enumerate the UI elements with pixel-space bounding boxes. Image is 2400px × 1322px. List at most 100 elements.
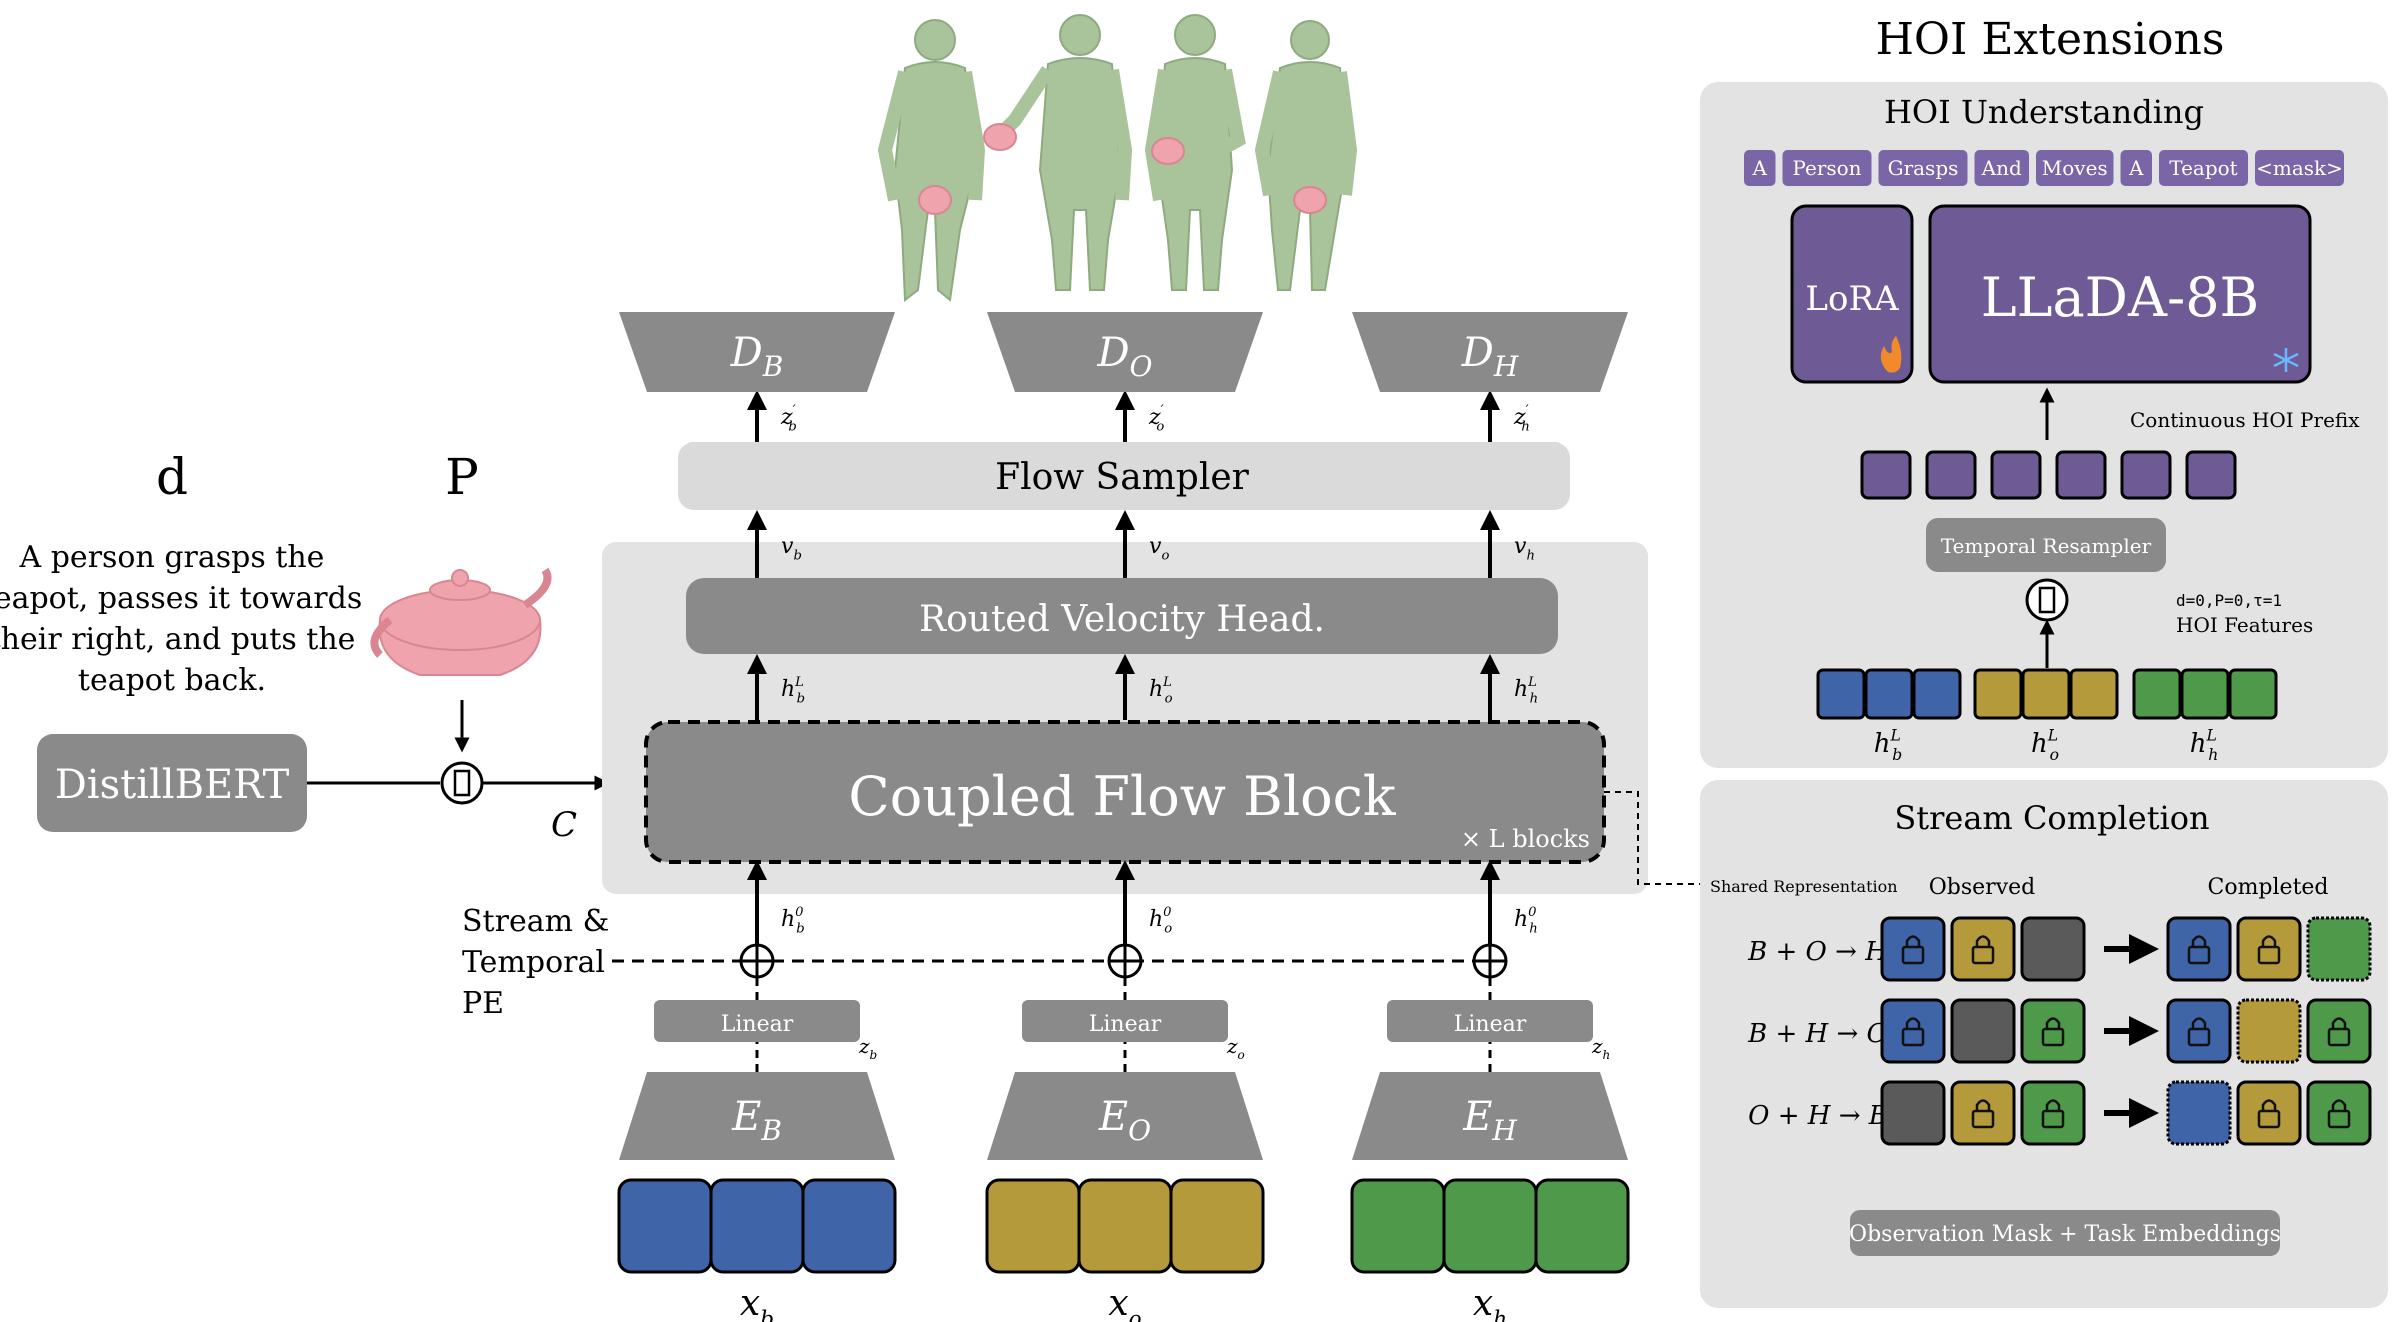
- lock-icon: [1971, 945, 1995, 965]
- completed-token: [2306, 1080, 2372, 1146]
- prompt-token: Person: [1782, 150, 1872, 186]
- encoder-trapezoid: [1352, 1072, 1628, 1160]
- hoi-concat-icon: [2025, 578, 2069, 622]
- human-figure-4: [1254, 20, 1358, 291]
- hoi-feature-token: [1864, 668, 1914, 720]
- lora-label: LoRA: [1805, 279, 1899, 319]
- prompt-token-bg: [1878, 150, 1968, 186]
- latent-z-label: zh: [1591, 1034, 1610, 1062]
- prompt-token-label: Grasps: [1888, 156, 1959, 180]
- lock-icon: [2187, 1027, 2211, 1047]
- input-token: [1169, 1178, 1265, 1274]
- prompt-token: Grasps: [1878, 150, 1968, 186]
- hoi-feature-token: [2228, 668, 2278, 720]
- lock-shackle: [1905, 1017, 1921, 1029]
- lock-shackle: [2261, 935, 2277, 947]
- input-token: [1442, 1178, 1538, 1274]
- teapot-icon: [370, 567, 552, 676]
- lock-icon: [2257, 1109, 2281, 1129]
- prompt-token: A: [1744, 150, 1776, 186]
- latent-z-label: zo: [1226, 1034, 1245, 1062]
- hoi-feature-token: [2180, 668, 2230, 720]
- completion-row: B + O → H: [1747, 916, 2372, 982]
- observed-token: [1880, 1080, 1946, 1146]
- input-token: [985, 1178, 1081, 1274]
- input-symbol: xh: [1473, 1283, 1507, 1322]
- completion-rows: B + O → H B + H → O O + H → B: [1747, 916, 2372, 1146]
- completed-token: [2236, 1080, 2302, 1146]
- velocity-head-label: Routed Velocity Head.: [919, 599, 1325, 640]
- prompt-token-bg: [2255, 150, 2344, 186]
- observed-token: [1950, 1080, 2016, 1146]
- input-symbol: xb: [740, 1283, 774, 1322]
- encoder-trapezoid: [987, 1072, 1263, 1160]
- flame-icon: [1880, 336, 1902, 373]
- encoder-label: EH: [1462, 1094, 1517, 1147]
- output-motion-figures: [877, 14, 1358, 302]
- encoder-label: EB: [731, 1094, 782, 1147]
- prompt-token-bg: [2159, 150, 2248, 186]
- lock-shackle: [1975, 935, 1991, 947]
- object-input-symbol: P: [445, 448, 479, 506]
- prompt-token: Moves: [2036, 150, 2114, 186]
- pe-line-2: Temporal: [462, 945, 605, 980]
- prompt-token: And: [1974, 150, 2029, 186]
- prompt-token: A: [2120, 150, 2152, 186]
- prompt-token-label: <mask>: [2256, 156, 2343, 180]
- velocity-label: vh: [1514, 534, 1535, 564]
- hoi-feature-token: [1816, 668, 1866, 720]
- input-token: [1350, 1178, 1446, 1274]
- linear-label: Linear: [1454, 1012, 1527, 1037]
- coupled-flow-block: [644, 720, 1606, 864]
- prompt-token-bg: [1744, 150, 1776, 186]
- lora-box: [1790, 204, 1914, 384]
- completed-token: [2236, 998, 2302, 1064]
- lock-shackle: [2261, 1099, 2277, 1111]
- prompt-token-label: And: [1981, 156, 2022, 180]
- text-prompt-line-4: teapot back.: [78, 663, 266, 698]
- lock-shackle: [2191, 1017, 2207, 1029]
- hoi-concat-icon-inner: [2038, 586, 2056, 614]
- prompt-token: <mask>: [2255, 150, 2344, 186]
- lock-shackle: [2331, 1099, 2347, 1111]
- input-token: [1077, 1178, 1173, 1274]
- input-token: [617, 1178, 713, 1274]
- hoi-prefix-token: [2185, 450, 2237, 500]
- pe-line-1: Stream &: [462, 904, 609, 939]
- concat-icon: [440, 761, 484, 805]
- lock-shackle: [2191, 935, 2207, 947]
- decoder-trapezoid: [1352, 312, 1628, 392]
- add-icon-cross: [1109, 945, 1141, 977]
- observed-token: [1950, 916, 2016, 982]
- completion-row: B + H → O: [1747, 998, 2372, 1064]
- completion-task-label: B + O → H: [1747, 937, 1889, 967]
- linear-label: Linear: [1089, 1012, 1162, 1037]
- hoi-extensions-title: HOI Extensions: [1876, 14, 2225, 65]
- completion-task-label: O + H → B: [1748, 1101, 1888, 1131]
- observed-token: [1880, 998, 1946, 1064]
- lock-shackle: [2045, 1017, 2061, 1029]
- input-token: [801, 1178, 897, 1274]
- observed-token: [1880, 916, 1946, 982]
- prompt-token-bg: [1974, 150, 2029, 186]
- human-figure-2: [983, 14, 1133, 291]
- completed-token: [2166, 998, 2232, 1064]
- linear-box: [1022, 1000, 1228, 1042]
- observed-token: [1950, 998, 2016, 1064]
- hoi-prefix-token: [1925, 450, 1977, 500]
- hoi-understanding-title: HOI Understanding: [1884, 93, 2204, 131]
- concat-icon-inner: [453, 769, 471, 797]
- flow-sampler-box: [678, 442, 1570, 510]
- pe-line-3: PE: [462, 986, 504, 1021]
- blocks-count-label: × L blocks: [1461, 825, 1590, 853]
- temporal-resampler-label: Temporal Resampler: [1941, 534, 2152, 558]
